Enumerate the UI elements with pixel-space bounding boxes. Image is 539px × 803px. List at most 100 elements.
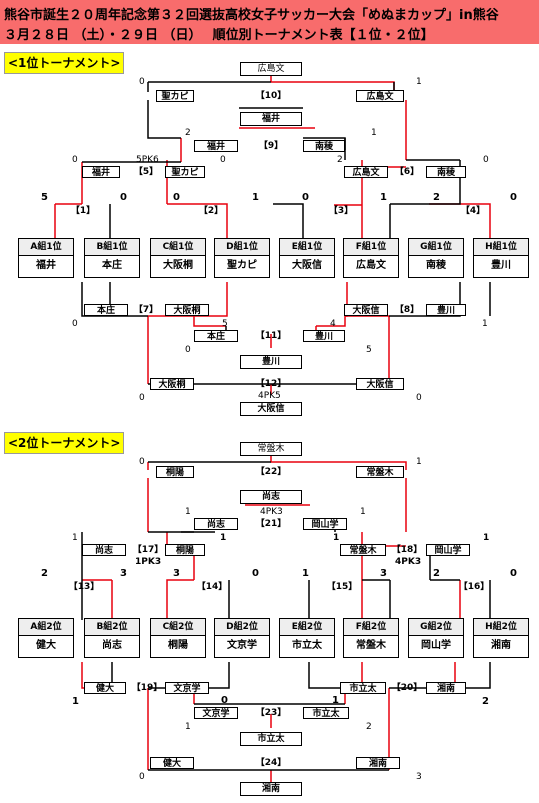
t2-m23-score-right: 2 xyxy=(366,722,372,732)
team-name: 岡山学 xyxy=(421,640,451,651)
t1-m11-label: 【11】 xyxy=(255,331,287,341)
t2-m22-right: 常盤木 xyxy=(356,466,404,478)
t2-m18-left: 常盤木 xyxy=(340,544,386,556)
team-rank: F組2位 xyxy=(344,619,398,636)
header-dates: ３月２８日 （土）・２９日 （日） 順位別トーナメント表【１位・２位】 xyxy=(4,28,434,43)
t1-m10-label: 【10】 xyxy=(255,91,287,101)
t2-m19-right: 文京学 xyxy=(165,682,209,694)
t1-m8-score-right: 1 xyxy=(482,319,488,329)
t2-champion-box: 常盤木 xyxy=(240,442,302,456)
t1-m11-score-right: 5 xyxy=(366,345,372,355)
t2-m16-score-right: 0 xyxy=(510,568,517,579)
section-label-first: <1位トーナメント> xyxy=(4,52,125,74)
team-rank: B組1位 xyxy=(85,239,139,256)
team-name: 大阪桐 xyxy=(163,260,193,271)
t1-m7-left: 本庄 xyxy=(84,304,128,316)
t2-team-f: F組2位常盤木 xyxy=(343,618,399,658)
t2-m16-label: 【16】 xyxy=(458,582,490,592)
header-bar: 熊谷市誕生２０周年記念第３２回選抜高校女子サッカー大会「めぬまカップ」in熊谷 … xyxy=(0,0,539,44)
t1-m6-score-right: 0 xyxy=(483,155,489,165)
t2-m19-left: 健大 xyxy=(84,682,126,694)
t2-m19-score-left: 1 xyxy=(72,696,79,707)
t2-m23-left: 文京学 xyxy=(194,707,238,719)
t2-m17-label: 【17】 xyxy=(132,545,164,555)
t2-m15-score-right: 3 xyxy=(380,568,387,579)
t2-m21-pk: 4PK3 xyxy=(260,507,283,517)
t1-m7-score-left: 0 xyxy=(72,319,78,329)
t2-m24-label: 【24】 xyxy=(255,758,287,768)
t2-m19-label: 【19】 xyxy=(131,683,163,693)
t1-m4-score-left: 2 xyxy=(433,192,440,203)
t2-m14-score-right: 0 xyxy=(252,568,259,579)
t2-m18-right: 岡山学 xyxy=(426,544,470,556)
t2-m15-label: 【15】 xyxy=(326,582,358,592)
t1-m10-score-right: 1 xyxy=(416,77,422,87)
t1-m3-score-left: 0 xyxy=(302,192,309,203)
team-rank: D組1位 xyxy=(215,239,269,256)
t2-m19-score-right: 0 xyxy=(221,695,228,706)
t2-m21-right: 岡山学 xyxy=(303,518,347,530)
t1-m9-right: 南稜 xyxy=(303,140,345,152)
t2-m21-left: 尚志 xyxy=(194,518,238,530)
t1-m9-score-right: 1 xyxy=(371,128,377,138)
t1-m5-right: 聖カピ xyxy=(165,166,205,178)
team-rank: H組2位 xyxy=(474,619,528,636)
t1-m3-label: 【3】 xyxy=(328,206,354,216)
t2-m14-score-left: 3 xyxy=(173,568,180,579)
t2-m18-score-left: 1 xyxy=(333,533,340,543)
t1-champion-box: 広島文 xyxy=(240,62,302,76)
team-name: 南稜 xyxy=(426,260,446,271)
t2-w23-box: 市立太 xyxy=(240,732,302,746)
t1-m1-score-right: 0 xyxy=(120,192,127,203)
t2-m18-score-right: 1 xyxy=(483,533,490,543)
t1-m12-score-left: 0 xyxy=(139,393,145,403)
t1-team-a: A組1位福井 xyxy=(18,238,74,278)
t2-team-a: A組2位健大 xyxy=(18,618,74,658)
team-rank: H組1位 xyxy=(474,239,528,256)
t1-team-h: H組1位豊川 xyxy=(473,238,529,278)
t2-team-g: G組2位岡山学 xyxy=(408,618,464,658)
t1-m5-score-right: 0 xyxy=(220,155,226,165)
t2-team-e: E組2位市立太 xyxy=(279,618,335,658)
t1-m12-score-right: 0 xyxy=(416,393,422,403)
t1-team-f: F組1位広島文 xyxy=(343,238,399,278)
t1-m1-label: 【1】 xyxy=(70,206,96,216)
t1-m7-right: 大阪桐 xyxy=(165,304,209,316)
t1-team-g: G組1位南稜 xyxy=(408,238,464,278)
team-rank: F組1位 xyxy=(344,239,398,256)
t2-m23-label: 【23】 xyxy=(255,708,287,718)
t2-m20-score-right: 2 xyxy=(482,696,489,707)
t2-m24-right: 湘南 xyxy=(356,757,400,769)
t2-m21-score-right: 1 xyxy=(360,507,366,517)
t1-m3-score-right: 1 xyxy=(380,192,387,203)
t1-m1-score-left: 5 xyxy=(41,192,48,203)
team-rank: G組1位 xyxy=(409,239,463,256)
t1-team-d: D組1位聖カピ xyxy=(214,238,270,278)
t2-m14-label: 【14】 xyxy=(196,582,228,592)
team-name: 大阪信 xyxy=(292,260,322,271)
t1-m5-score-left: 0 xyxy=(72,155,78,165)
t2-m23-score-left: 1 xyxy=(185,722,191,732)
team-name: 文京学 xyxy=(227,640,257,651)
t2-m18-pk: 4PK3 xyxy=(395,557,422,567)
t1-m8-right: 豊川 xyxy=(426,304,466,316)
team-name: 聖カピ xyxy=(227,260,257,271)
t2-m17-pk: 1PK3 xyxy=(135,557,162,567)
t2-m17-score-left: 1 xyxy=(72,533,78,543)
t2-m13-score-right: 3 xyxy=(120,568,127,579)
t2-w22-box: 尚志 xyxy=(240,490,302,504)
t1-m10-score-left: 0 xyxy=(139,77,145,87)
t2-m23-right: 市立太 xyxy=(303,707,349,719)
t2-team-b: B組2位尚志 xyxy=(84,618,140,658)
t2-m22-score-right: 1 xyxy=(416,457,422,467)
team-name: 湘南 xyxy=(491,640,511,651)
team-rank: C組2位 xyxy=(151,619,205,636)
team-name: 桐陽 xyxy=(168,640,188,651)
t1-m5-left: 福井 xyxy=(82,166,120,178)
team-name: 本庄 xyxy=(102,260,122,271)
t1-m6-label: 【6】 xyxy=(394,167,420,177)
t1-team-e: E組1位大阪信 xyxy=(279,238,335,278)
header-title: 熊谷市誕生２０周年記念第３２回選抜高校女子サッカー大会「めぬまカップ」in熊谷 xyxy=(4,8,499,23)
t1-m5-label: 【5】 xyxy=(133,167,159,177)
t2-w24-box: 湘南 xyxy=(240,782,302,796)
